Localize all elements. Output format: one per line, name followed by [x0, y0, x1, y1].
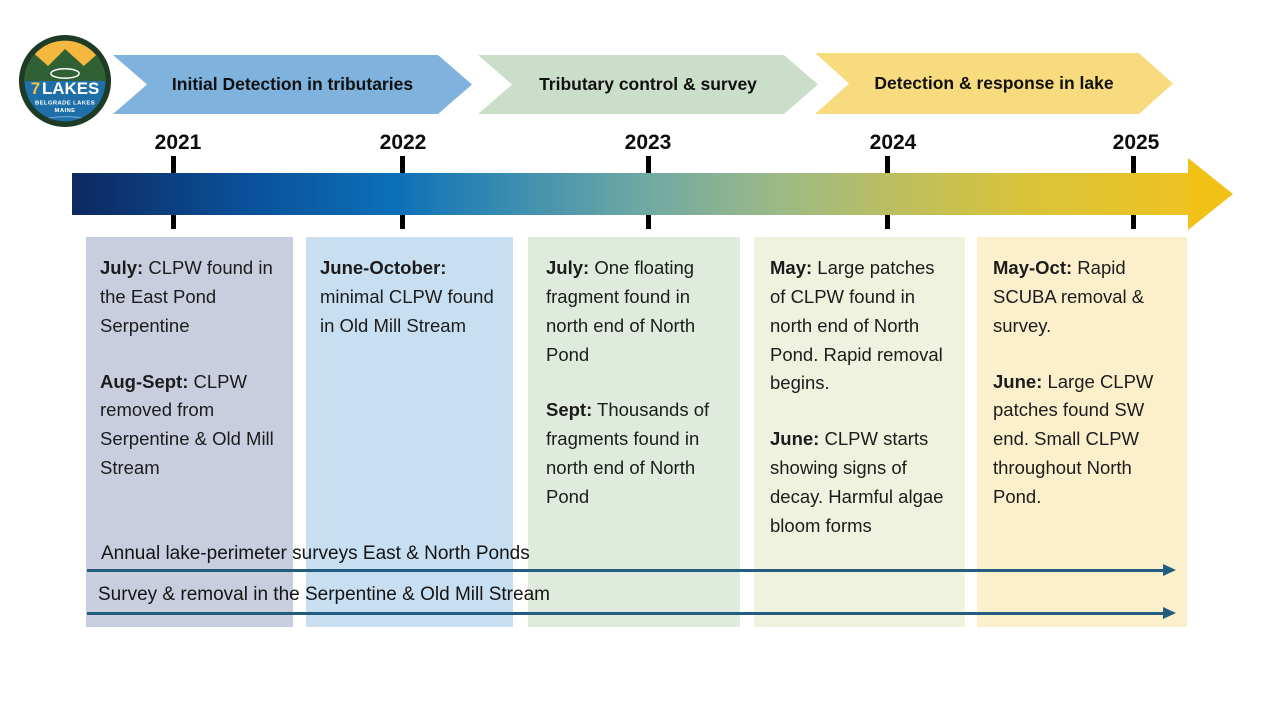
year-label-2024: 2024	[869, 131, 917, 154]
column-2022: June-October: minimal CLPW found in Old …	[306, 237, 513, 627]
column-2021: July: CLPW found in the East Pond Serpen…	[86, 237, 293, 627]
ongoing-survey-arrow-line-1	[87, 569, 1164, 572]
event-date: July:	[546, 257, 590, 278]
event: July: CLPW found in the East Pond Serpen…	[100, 254, 283, 341]
event: Aug-Sept: CLPW removed from Serpentine &…	[100, 368, 283, 483]
event-text: Rapid SCUBA removal & survey.	[993, 257, 1145, 336]
year-label-2023: 2023	[624, 131, 672, 154]
event-date: Sept:	[546, 399, 593, 421]
timeline-gradient-bar	[72, 173, 1190, 215]
event-text: Large patches of CLPW found in north end…	[770, 257, 943, 394]
year-label-2022: 2022	[379, 131, 427, 154]
phase-banner-initial-detection: Initial Detection in tributaries	[113, 55, 472, 114]
event-date: June:	[993, 370, 1043, 392]
ongoing-survey-arrowhead-icon-1	[1163, 564, 1176, 576]
event-text: CLPW removed from Serpentine & Old Mill …	[100, 370, 274, 479]
logo-subtitle-2: MAINE	[55, 108, 76, 114]
event: May: Large patches of CLPW found in nort…	[770, 254, 955, 398]
phase-banner-lake-response: Detection & response in lake	[815, 53, 1173, 114]
year-label-2025: 2025	[1112, 131, 1160, 154]
column-2024: May: Large patches of CLPW found in nort…	[754, 237, 965, 627]
phase-label: Initial Detection in tributaries	[171, 74, 414, 94]
event: Sept: Thousands of fragments found in no…	[546, 396, 730, 511]
event-date: June:	[770, 428, 820, 450]
phase-banner-tributary-control: Tributary control & survey	[478, 55, 818, 114]
event: July: One floating fragment found in nor…	[546, 254, 730, 369]
ongoing-survey-label-2: Survey & removal in the Serpentine & Old…	[98, 584, 550, 605]
event-date: Aug-Sept:	[100, 370, 189, 392]
event-text: Large CLPW patches found SW end. Small C…	[993, 370, 1154, 508]
ongoing-survey-arrowhead-icon-2	[1163, 607, 1176, 619]
year-label-2021: 2021	[154, 131, 202, 154]
ongoing-survey-label-1: Annual lake-perimeter surveys East & Nor…	[101, 543, 530, 564]
event-text: CLPW found in the East Pond Serpentine	[100, 257, 273, 336]
event-date: June-October:	[320, 257, 447, 278]
event: June-October: minimal CLPW found in Old …	[320, 254, 503, 341]
event: May-Oct: Rapid SCUBA removal & survey.	[993, 254, 1177, 341]
column-2025: May-Oct: Rapid SCUBA removal & survey. J…	[977, 237, 1187, 627]
event-text: CLPW starts showing signs of decay. Harm…	[770, 428, 944, 536]
event-date: May:	[770, 257, 813, 278]
phase-label: Tributary control & survey	[539, 74, 757, 94]
event-text: minimal CLPW found in Old Mill Stream	[320, 285, 494, 336]
column-2023: July: One floating fragment found in nor…	[528, 237, 740, 627]
event-text: Thousands of fragments found in north en…	[546, 399, 710, 508]
logo-lake	[50, 68, 80, 79]
event: June: Large CLPW patches found SW end. S…	[993, 368, 1177, 512]
event-date: July:	[100, 257, 144, 278]
timeline-arrowhead-icon	[1188, 158, 1233, 230]
phase-label: Detection & response in lake	[874, 73, 1114, 93]
event-text: One floating fragment found in north end…	[546, 257, 696, 365]
event-date: May-Oct:	[993, 257, 1073, 278]
ongoing-survey-arrow-line-2	[87, 612, 1164, 615]
event: June: CLPW starts showing signs of decay…	[770, 425, 955, 540]
logo-subtitle-1: BELGRADE LAKES	[35, 101, 95, 107]
